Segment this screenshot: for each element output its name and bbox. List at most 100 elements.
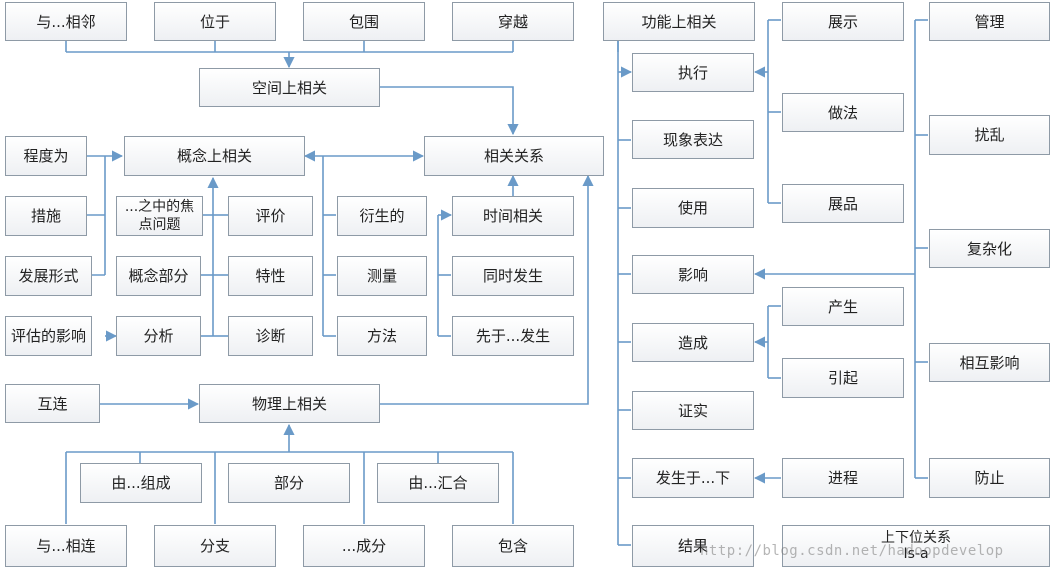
node-label: 评估的影响 — [10, 327, 86, 345]
node-label: 概念上相关 — [176, 147, 252, 165]
node-component[interactable]: ...成分 — [303, 525, 425, 567]
node-label: 方法 — [366, 327, 397, 345]
node-property[interactable]: 特性 — [228, 256, 313, 296]
node-temporal-related[interactable]: 时间相关 — [452, 196, 574, 236]
node-disturb[interactable]: 扰乱 — [929, 115, 1050, 155]
watermark-text: http://blog.csdn.net/hadoopdevelop — [700, 543, 1004, 559]
node-practice[interactable]: 做法 — [782, 93, 904, 132]
node-label: 测量 — [366, 267, 397, 285]
node-traverse[interactable]: 穿越 — [452, 2, 574, 41]
node-label: 复杂化 — [966, 239, 1012, 258]
node-label: 概念部分 — [128, 267, 189, 285]
node-measurement[interactable]: 测量 — [337, 256, 427, 296]
node-analysis[interactable]: 分析 — [116, 316, 201, 356]
node-label: 包含 — [497, 537, 528, 555]
node-branch[interactable]: 分支 — [154, 525, 276, 567]
node-merged-from[interactable]: 由...汇合 — [377, 463, 499, 503]
node-concept-part[interactable]: 概念部分 — [116, 256, 201, 296]
node-result[interactable]: 结果 — [632, 525, 754, 567]
node-development-form[interactable]: 发展形式 — [5, 256, 92, 296]
node-phenomenon-expression[interactable]: 现象表达 — [632, 120, 754, 159]
node-focus-issue[interactable]: ...之中的焦 点问题 — [116, 196, 203, 236]
edge-physical-related — [380, 174, 594, 405]
node-influence[interactable]: 影响 — [632, 255, 754, 294]
node-label: 先于...发生 — [475, 327, 551, 345]
node-manage[interactable]: 管理 — [929, 2, 1050, 41]
node-label: 物理上相关 — [251, 394, 327, 413]
node-use[interactable]: 使用 — [632, 188, 754, 228]
node-label: 做法 — [827, 103, 858, 122]
node-label: 互连 — [37, 394, 68, 413]
node-trigger[interactable]: 引起 — [782, 358, 904, 398]
node-label: 同时发生 — [482, 267, 543, 285]
node-display[interactable]: 展示 — [782, 2, 904, 41]
node-measure[interactable]: 措施 — [5, 196, 87, 236]
node-evaluation[interactable]: 评价 — [228, 196, 313, 236]
node-composed-of[interactable]: 由...组成 — [80, 463, 202, 503]
node-label: 进程 — [827, 469, 858, 487]
node-label: 防止 — [974, 469, 1005, 487]
node-label: 穿越 — [497, 12, 528, 31]
node-related[interactable]: 相关关系 — [424, 136, 604, 176]
node-label: 由...汇合 — [408, 474, 468, 492]
node-confirm[interactable]: 证实 — [632, 391, 754, 430]
node-label: 造成 — [677, 333, 708, 352]
node-part[interactable]: 部分 — [228, 463, 350, 503]
node-label: 程度为 — [23, 147, 69, 165]
node-diagnosis[interactable]: 诊断 — [228, 316, 313, 356]
node-process[interactable]: 进程 — [782, 458, 904, 498]
node-label: 与...相连 — [36, 537, 96, 555]
node-label: 上下位关系 Is-a — [881, 530, 951, 562]
node-conceptual-related[interactable]: 概念上相关 — [124, 136, 305, 176]
node-adjacent[interactable]: 与...相邻 — [5, 2, 127, 41]
node-label: 分支 — [199, 537, 230, 555]
node-located-at[interactable]: 位于 — [154, 2, 276, 41]
node-label: 扰乱 — [974, 126, 1005, 144]
node-produce[interactable]: 产生 — [782, 287, 904, 326]
node-label: 相关关系 — [483, 147, 544, 165]
node-label: 部分 — [273, 474, 304, 492]
node-simultaneous[interactable]: 同时发生 — [452, 256, 574, 296]
node-label: ...之中的焦 点问题 — [124, 199, 195, 233]
node-label: 执行 — [677, 63, 708, 82]
node-label: 评价 — [255, 207, 286, 225]
node-functional-related[interactable]: 功能上相关 — [603, 2, 755, 41]
node-label: 分析 — [143, 327, 174, 345]
node-physical-related[interactable]: 物理上相关 — [199, 384, 380, 423]
node-label: 发展形式 — [18, 267, 79, 285]
node-label: 产生 — [827, 297, 858, 316]
node-is-a[interactable]: 上下位关系 Is-a — [782, 525, 1050, 567]
node-interact[interactable]: 相互影响 — [929, 343, 1050, 382]
node-label: 衍生的 — [359, 207, 405, 225]
node-cause[interactable]: 造成 — [632, 323, 754, 362]
node-label: 发生于...下 — [655, 469, 731, 487]
edge-space-related — [380, 86, 519, 136]
node-label: 相互影响 — [959, 353, 1020, 372]
node-spatial-related[interactable]: 空间上相关 — [199, 68, 380, 107]
node-label: 展示 — [827, 12, 858, 31]
node-surround[interactable]: 包围 — [303, 2, 425, 41]
node-label: ...成分 — [341, 537, 387, 555]
node-occurs-under[interactable]: 发生于...下 — [632, 458, 754, 498]
node-derived[interactable]: 衍生的 — [337, 196, 427, 236]
node-method[interactable]: 方法 — [337, 316, 427, 356]
node-complicate[interactable]: 复杂化 — [929, 229, 1050, 268]
node-label: 引起 — [827, 369, 858, 387]
node-evaluated-impact[interactable]: 评估的影响 — [5, 316, 92, 356]
node-degree[interactable]: 程度为 — [5, 136, 87, 176]
node-label: 时间相关 — [482, 207, 543, 225]
node-label: 措施 — [30, 207, 61, 225]
node-contain[interactable]: 包含 — [452, 525, 574, 567]
node-connected-to[interactable]: 与...相连 — [5, 525, 127, 567]
node-execute[interactable]: 执行 — [632, 53, 754, 92]
node-precedes[interactable]: 先于...发生 — [452, 316, 574, 356]
node-label: 功能上相关 — [641, 12, 717, 31]
node-exhibit[interactable]: 展品 — [782, 184, 904, 223]
node-label: 与...相邻 — [36, 12, 96, 31]
node-label: 展品 — [827, 194, 858, 213]
node-interconnect[interactable]: 互连 — [5, 384, 100, 423]
node-prevent[interactable]: 防止 — [929, 458, 1050, 498]
node-label: 诊断 — [255, 327, 286, 345]
